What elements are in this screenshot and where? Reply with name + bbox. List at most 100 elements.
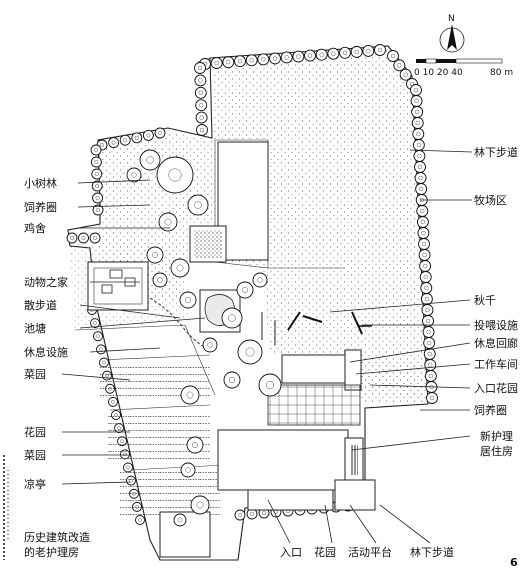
tree-icon (195, 111, 208, 124)
tree-icon (419, 260, 432, 272)
label-pasture: 牧场区 (474, 193, 507, 207)
tree-icon (96, 344, 106, 355)
tree-icon (399, 68, 412, 81)
north-arrow: N (439, 14, 465, 53)
tree-icon (410, 84, 422, 96)
tree-icon (222, 56, 235, 69)
tree-icon (422, 326, 435, 338)
tree-icon (179, 291, 197, 309)
label-old-care-house: 的老护理房 (24, 545, 79, 559)
tree-icon (92, 192, 104, 204)
tree-icon (90, 318, 100, 329)
swing-facilities (261, 311, 372, 345)
tree-icon (187, 194, 209, 216)
tree-icon (237, 339, 263, 365)
tree-icon (236, 281, 254, 299)
labels-left: 小树林 饲养圈 鸡舍 动物之家 散步道 池塘 休息设施 菜园 花园 菜园 凉亭 … (24, 176, 90, 559)
tree-icon (420, 282, 433, 294)
tree-icon (66, 232, 78, 244)
tree-icon (410, 95, 423, 107)
tree-icon (154, 127, 166, 139)
tree-icon (180, 385, 200, 405)
label-feeding-pen-2: 饲养圈 (474, 403, 507, 417)
tree-icon (421, 304, 434, 316)
labels-bottom: 入口 花园 活动平台 林下步道 (280, 545, 454, 559)
tree-icon (196, 124, 208, 136)
tree-icon (413, 150, 426, 162)
tree-icon (90, 156, 102, 168)
tree-icon (424, 359, 437, 371)
tree-icon (258, 373, 282, 397)
label-forest-trail: 林下步道 (474, 145, 518, 159)
tree-icon (374, 44, 386, 56)
label-activity-platform: 活动平台 (348, 545, 392, 559)
label-new-care: 新护理 (480, 429, 513, 443)
tree-icon (423, 337, 436, 349)
label-vegetable-garden-2: 菜园 (24, 449, 46, 462)
tree-icon (91, 180, 103, 192)
tree-icon (257, 53, 270, 66)
label-small-grove: 小树林 (24, 176, 57, 190)
scale-unit: 80 m (490, 68, 513, 78)
tree-icon (119, 134, 131, 146)
tree-icon (418, 249, 431, 261)
tree-icon (327, 47, 340, 60)
label-swing: 秋千 (474, 293, 496, 307)
tree-icon (304, 49, 316, 62)
tree-icon (414, 161, 426, 173)
scale-text: 0 10 20 40 (414, 68, 463, 78)
tree-icon (412, 139, 425, 151)
tree-icon (170, 258, 190, 278)
tree-icon (126, 167, 142, 183)
tree-icon (221, 307, 243, 329)
tree-icon (194, 62, 206, 74)
label-vegetable-garden: 菜园 (24, 368, 46, 381)
tree-icon (158, 212, 178, 232)
tree-icon (234, 55, 246, 68)
tree-icon (339, 46, 351, 59)
tree-icon (412, 128, 425, 140)
tree-icon (210, 57, 223, 70)
tree-icon (416, 216, 429, 228)
tree-icon (152, 272, 168, 288)
activity-plaza (267, 384, 361, 426)
label-walking-path: 散步道 (24, 298, 57, 312)
label-pavilion: 凉亭 (24, 477, 46, 491)
tree-icon (418, 238, 430, 250)
tree-icon (194, 86, 207, 99)
tree-icon (156, 156, 194, 194)
tree-icon (173, 513, 187, 527)
label-entrance: 入口 (280, 546, 302, 559)
label-chicken-coop: 鸡舍 (24, 221, 46, 235)
tree-icon (223, 371, 241, 389)
interior-trees (126, 149, 282, 527)
label-feeding-pen: 饲养圈 (24, 200, 57, 214)
tree-icon (142, 129, 154, 141)
tree-icon (426, 392, 438, 404)
tree-icon (139, 149, 161, 171)
tree-icon (194, 74, 207, 87)
label-historic-building: 历史建筑改造 (24, 530, 90, 544)
animal-house (87, 261, 149, 311)
label-rest-corridor: 休息回廊 (474, 336, 518, 350)
tree-icon (417, 227, 430, 239)
tree-icon (411, 117, 424, 129)
tree-icon (269, 52, 281, 65)
label-flower-garden: 花园 (24, 426, 46, 439)
tree-icon (416, 205, 429, 217)
page-number: 6 (510, 556, 518, 569)
tree-icon (186, 436, 204, 454)
tree-icon (91, 168, 103, 180)
tree-icon (393, 59, 406, 72)
labels-right: 林下步道 牧场区 秋千 投喂设施 休息回廊 工作车间 入口花园 饲养圈 新护理 … (474, 145, 518, 458)
tree-icon (190, 495, 210, 515)
tree-icon (93, 331, 103, 342)
label-forest-trail-bottom: 林下步道 (410, 545, 454, 559)
tree-icon (424, 370, 437, 382)
tree-icon (411, 106, 424, 118)
rest-corridor (281, 349, 362, 391)
tree-icon (108, 137, 120, 149)
left-margin-fragment (3, 455, 9, 560)
tree-icon (202, 337, 218, 353)
